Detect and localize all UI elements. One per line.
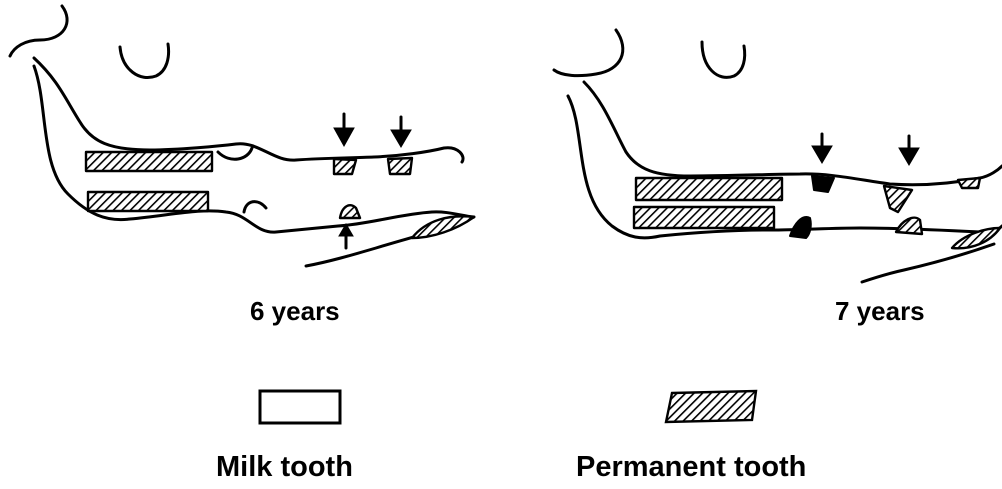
arrowhead-down-icon [812,146,832,163]
upper-permanent-teeth-right [636,178,782,200]
panel-label-6-years: 6 years [250,296,340,327]
erupted-tooth-upper-right [812,176,834,192]
legend-swatch-permanent-tooth [666,391,756,422]
arrowhead-down-icon [334,128,354,146]
eye-outline-right [702,42,745,77]
legend-label-permanent-tooth: Permanent tooth [576,451,806,484]
upper-jaw-right [584,82,1002,185]
arrowhead-down-icon [391,130,411,147]
lower-erupting-tooth-right [896,218,922,234]
upper-end-tooth-right [958,178,980,188]
panel-7-years [554,30,1002,282]
lower-bump-left [244,202,266,212]
legend-swatch-milk-tooth [260,391,340,423]
upper-erupting-tooth-1-left [334,159,356,174]
face-outline-left [10,6,67,56]
erupted-tooth-lower-right [790,217,811,238]
lower-erupting-tooth-left [340,205,360,218]
arrowhead-down-icon [899,148,919,165]
lower-permanent-teeth-left [88,192,208,211]
upper-jaw-left [34,58,463,162]
tongue-left [218,148,252,159]
legend-label-milk-tooth: Milk tooth [216,451,353,484]
upper-erupting-tooth-2-left [388,158,412,174]
lower-permanent-teeth-right [634,207,774,228]
arrows-7-years [812,134,919,165]
panel-label-7-years: 7 years [835,296,925,327]
upper-erupting-tooth-right [884,186,912,212]
lower-front-tooth-left [412,216,474,238]
arrows-6-years [334,114,411,248]
lower-contour-right [862,244,994,282]
upper-permanent-teeth-left [86,152,212,171]
eye-outline-left [120,44,169,78]
face-outline-right [554,30,623,76]
